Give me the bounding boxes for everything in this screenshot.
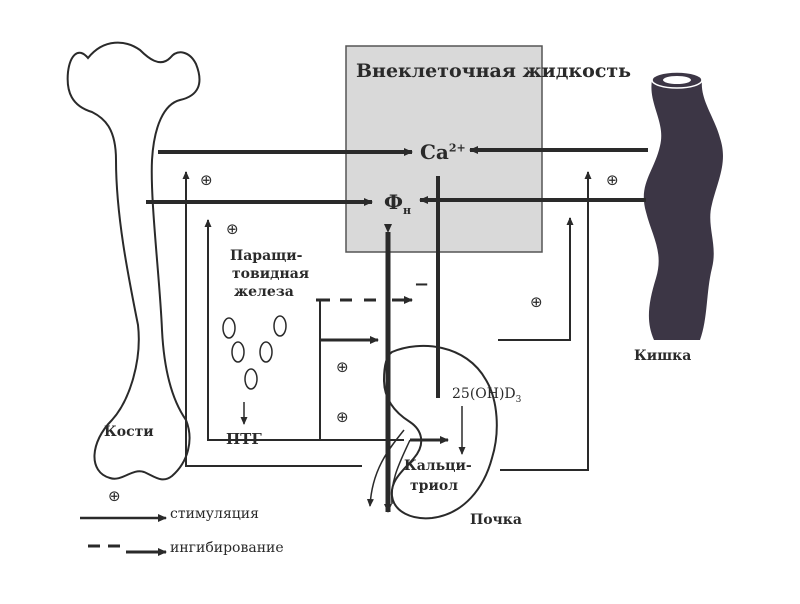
ureter-line-1 [366, 429, 405, 507]
vitd-sub: 3 [515, 394, 522, 405]
calcitriol-label-line-2: триол [410, 478, 459, 494]
phosphate-ion-sub: н [402, 204, 412, 217]
plus-sign-pth-kidney-2: ⊕ [336, 408, 349, 426]
legend-inhibition-label: ингибирование [170, 540, 284, 556]
intestine-label: Кишка [634, 348, 692, 364]
minus-sign-inhibition: − [414, 274, 430, 295]
pth-to-kidney-bracket [276, 300, 321, 441]
parathyroid-cells [222, 315, 287, 390]
parathyroid-label-line-2: товидная [232, 266, 310, 282]
plus-sign-pth-kidney-1: ⊕ [336, 358, 349, 376]
kidney-label: Почка [470, 512, 522, 528]
ca-ion-symbol: Ca [420, 140, 449, 164]
phosphate-ion-label: Фн [384, 190, 411, 217]
ca-ion-label: Ca2+ [420, 140, 466, 164]
phosphate-ion-symbol: Ф [384, 190, 403, 214]
calcitriol-to-intestine-ca-arrow [500, 171, 592, 471]
intestine-shape [643, 71, 723, 340]
bones-label: Кости [104, 424, 154, 440]
parathyroid-label-line-1: Паращи- [230, 248, 303, 264]
parathyroid-label-line-3: железа [234, 284, 294, 300]
legend-inhibition-arrow [88, 544, 167, 556]
plus-sign-intestine: ⊕ [606, 171, 619, 189]
plus-sign-bone-ca: ⊕ [200, 171, 213, 189]
ureter-line-2 [391, 439, 411, 505]
plus-sign-calcitriol-intestine: ⊕ [530, 293, 543, 311]
bone-outline [66, 41, 201, 481]
legend-plus-sign: ⊕ [108, 487, 121, 505]
vitd-text: 25(OH)D [452, 386, 516, 402]
ca-ion-charge: 2+ [448, 141, 466, 155]
legend-stimulation-label: стимуляция [170, 506, 259, 522]
vitd-label: 25(OH)D3 [452, 386, 521, 405]
extracellular-fluid-label: Внеклеточная жидкость [356, 60, 632, 82]
calcitriol-label-line-1: Кальци- [404, 458, 472, 474]
kidney-to-bone-loop [182, 171, 362, 467]
pth-label: ПТГ [226, 430, 262, 448]
calcitriol-to-intestine-p-arrow [498, 217, 574, 341]
plus-sign-bone-p: ⊕ [226, 220, 239, 238]
